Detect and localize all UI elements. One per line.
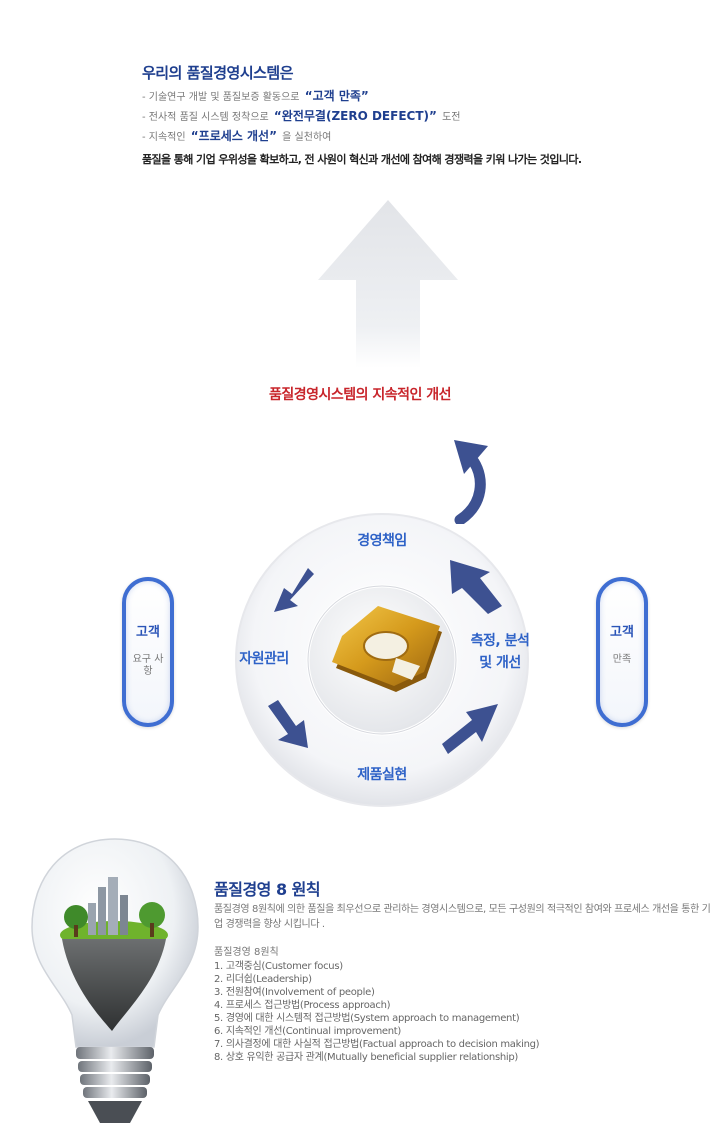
intro-line-3: - 지속적인 “프로세스 개선” 을 실천하여 xyxy=(142,127,712,147)
principles-list: 1. 고객중심(Customer focus) 2. 리더쉽(Leadershi… xyxy=(214,960,719,1064)
intro-summary: 품질을 통해 기업 우위성을 확보하고, 전 사원이 혁신과 개선에 참여해 경… xyxy=(142,153,582,166)
list-item: 5. 경영에 대한 시스템적 접근방법(System approach to m… xyxy=(214,1013,520,1024)
intro-line-3-text: - 지속적인 xyxy=(142,132,186,143)
principles-subtitle: 품질경영 8원칙 xyxy=(214,947,279,958)
arrow-bottomright-icon xyxy=(442,704,498,754)
customer-satisfaction-pill: 고객 만족 xyxy=(596,577,648,727)
stage-measurement-line2: 및 개선 xyxy=(479,655,521,671)
principles-title: 품질경영 8 원칙 xyxy=(214,880,321,899)
light-bulb-illustration xyxy=(31,838,199,1123)
quality-cycle-diagram xyxy=(235,513,529,807)
customer-left-title: 고객 xyxy=(136,625,160,640)
intro-block: 우리의 품질경영시스템은 - 기술연구 개발 및 품질보증 활동으로 “고객 만… xyxy=(142,62,712,167)
intro-title: 우리의 품질경영시스템은 xyxy=(142,64,294,82)
stage-resource-management: 자원관리 xyxy=(239,651,289,667)
customer-requirements-pill: 고객 요구 사항 xyxy=(122,577,174,727)
improvement-label: 품질경영시스템의 지속적인 개선 xyxy=(268,387,452,403)
intro-line-1-text: - 기술연구 개발 및 품질보증 활동으로 xyxy=(142,92,300,103)
list-item: 7. 의사결정에 대한 사실적 접근방법(Factual approach to… xyxy=(214,1039,540,1050)
intro-line-2-text: - 전사적 품질 시스템 정착으로 xyxy=(142,112,269,123)
principles-description: 품질경영 8원칙에 의한 품질을 최우선으로 관리하는 경영시스템으로, 모든 … xyxy=(214,904,711,930)
arrow-topleft-icon xyxy=(274,568,314,612)
intro-line-1: - 기술연구 개발 및 품질보증 활동으로 “고객 만족” xyxy=(142,87,712,107)
stage-measurement-improvement: 측정, 분석 및 개선 xyxy=(450,630,550,674)
cycle-arrows xyxy=(268,560,502,754)
intro-line-1-quote: “고객 만족” xyxy=(304,89,369,103)
list-item: 4. 프로세스 접근방법(Process approach) xyxy=(214,1000,391,1011)
list-item: 8. 상호 유익한 공급자 관계(Mutually beneficial sup… xyxy=(214,1052,519,1063)
intro-line-2-after: 도전 xyxy=(442,112,461,123)
intro-line-2: - 전사적 품질 시스템 정착으로 “완전무결(ZERO DEFECT)” 도전 xyxy=(142,107,712,127)
curved-up-arrow-icon xyxy=(454,440,488,524)
arrow-topright-icon xyxy=(450,560,502,614)
gold-part-icon xyxy=(332,606,442,692)
big-up-arrow-icon xyxy=(318,200,458,368)
stage-measurement-line1: 측정, 분석 xyxy=(470,633,530,649)
list-item: 1. 고객중심(Customer focus) xyxy=(214,961,343,972)
intro-line-3-after: 을 실천하여 xyxy=(282,132,332,143)
arrow-bottomleft-icon xyxy=(268,700,308,748)
customer-left-sub: 요구 사항 xyxy=(132,654,164,677)
principles-section: 품질경영 8 원칙 품질경영 8원칙에 의한 품질을 최우선으로 관리하는 경영… xyxy=(214,876,719,1064)
intro-line-2-quote: “완전무결(ZERO DEFECT)” xyxy=(273,109,437,123)
customer-right-title: 고객 xyxy=(610,625,634,640)
bulb-base-icon xyxy=(76,1047,154,1123)
list-item: 6. 지속적인 개선(Continual improvement) xyxy=(214,1026,401,1037)
intro-line-3-quote: “프로세스 개선” xyxy=(190,129,277,143)
rock-icon xyxy=(62,939,166,1031)
customer-right-sub: 만족 xyxy=(612,654,632,665)
list-item: 3. 전원참여(Involvement of people) xyxy=(214,987,375,998)
tree-icon xyxy=(64,905,88,929)
stage-management-responsibility: 경영책임 xyxy=(357,533,407,549)
stage-product-realization: 제품실현 xyxy=(357,767,407,783)
building-icon xyxy=(98,887,106,935)
list-item: 2. 리더쉽(Leadership) xyxy=(214,974,312,985)
